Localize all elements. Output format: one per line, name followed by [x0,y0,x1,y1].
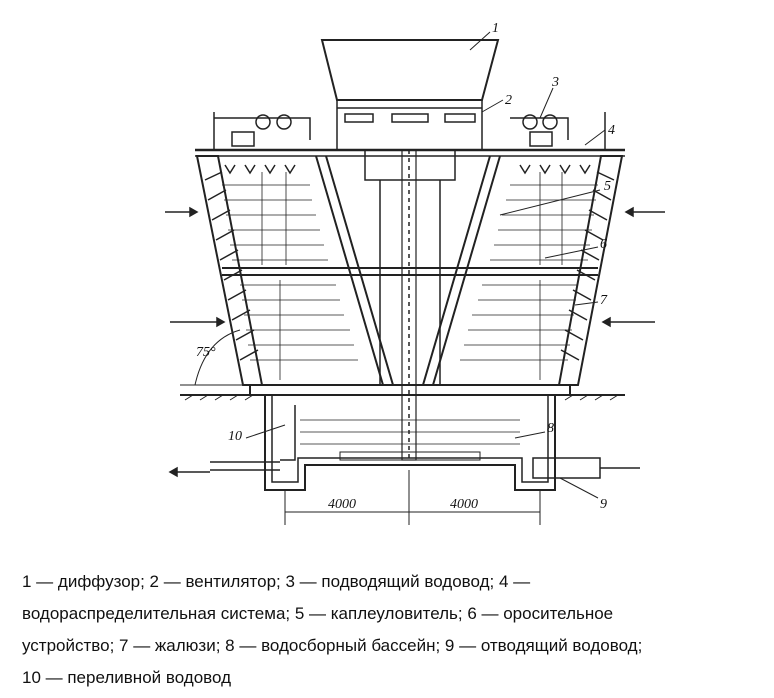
fill-packs [222,172,598,380]
dimension-right: 4000 [450,497,478,512]
caption-line: 10 — переливной водовод [22,668,232,687]
central-shaft [364,149,456,461]
label-2: 2 [505,93,512,108]
dimension-left: 4000 [328,497,356,512]
water-supply-pipes [213,112,606,150]
label-8: 8 [547,421,554,436]
drift-eliminators [315,155,501,386]
label-4: 4 [608,123,615,138]
caption-line: водораспределительная система; 5 — капле… [22,604,614,623]
angle-label: 75° [196,345,216,360]
discharge-pipe [532,457,601,479]
collection-basin [264,395,556,491]
label-7: 7 [600,293,608,308]
top-platform [195,148,625,157]
caption-line: 1 — диффузор; 2 — вентилятор; 3 — подвод… [22,572,531,591]
figure-caption: 1 — диффузор; 2 — вентилятор; 3 — подвод… [22,566,772,694]
label-10: 10 [228,429,242,444]
angle-marker [180,329,250,386]
label-5: 5 [604,179,611,194]
fan-housing [336,99,483,151]
ground [180,384,625,401]
overflow-pipe [210,405,296,471]
label-9: 9 [600,497,607,512]
middle-beam [222,267,598,276]
louvers-right [557,155,624,386]
dimension-line [284,470,541,525]
water-distribution-nozzles [224,164,591,175]
label-6: 6 [600,237,607,252]
cooling-tower-diagram: 1 2 3 4 5 6 7 8 9 10 75° 4000 4000 [165,21,665,525]
air-arrows [165,206,665,478]
leader-lines [245,31,606,499]
label-1: 1 [492,21,499,36]
label-3: 3 [551,75,559,90]
caption-line: устройство; 7 — жалюзи; 8 — водосборный … [22,636,643,655]
